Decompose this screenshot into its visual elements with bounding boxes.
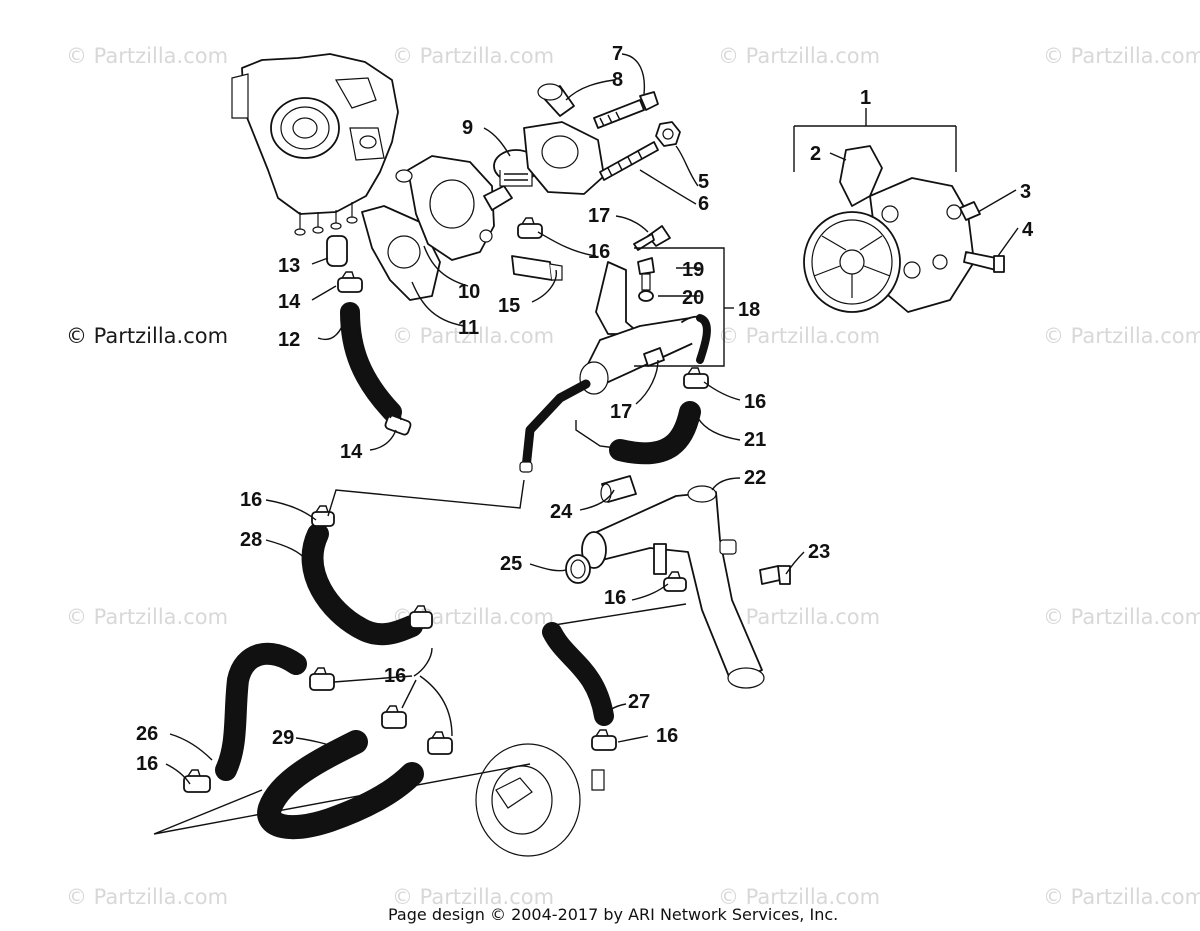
part-16-clamp bbox=[381, 705, 407, 729]
callout-27: 27 bbox=[628, 691, 650, 713]
callout-16: 16 bbox=[384, 665, 406, 687]
part-13-hose bbox=[326, 235, 348, 267]
part-16-clamp bbox=[663, 571, 687, 592]
callout-20: 20 bbox=[682, 287, 704, 309]
watermark: © Partzilla.com bbox=[66, 885, 228, 909]
callout-14: 14 bbox=[340, 441, 363, 463]
part-11-gasket bbox=[361, 205, 441, 301]
callout-23: 23 bbox=[808, 541, 830, 563]
callout-11: 11 bbox=[458, 317, 479, 339]
callout-17: 17 bbox=[610, 401, 632, 423]
leader-lines bbox=[153, 53, 1019, 835]
bottom-pump-outline bbox=[475, 743, 605, 857]
callout-5: 5 bbox=[698, 171, 709, 193]
callout-4: 4 bbox=[1022, 219, 1034, 241]
callout-16: 16 bbox=[656, 725, 678, 747]
watermark-dark: © Partzilla.com bbox=[66, 324, 228, 348]
part-17-bolt bbox=[633, 225, 671, 251]
part-22-coolant-pipe bbox=[581, 485, 765, 689]
part-1-water-pump bbox=[803, 177, 975, 313]
watermark: © Partzilla.com bbox=[392, 885, 554, 909]
callout-8: 8 bbox=[612, 69, 623, 91]
part-16-clamp bbox=[427, 731, 453, 755]
callout-19: 19 bbox=[682, 259, 704, 281]
callout-15: 15 bbox=[498, 295, 520, 317]
callout-22: 22 bbox=[744, 467, 766, 489]
part-24-tube bbox=[600, 475, 637, 503]
part-2-gasket bbox=[839, 145, 883, 207]
callout-26: 26 bbox=[136, 723, 158, 745]
watermark: © Partzilla.com bbox=[1043, 605, 1200, 629]
part-3-bolt bbox=[959, 201, 981, 221]
part-14-clamp bbox=[337, 271, 363, 293]
callout-16: 16 bbox=[744, 391, 766, 413]
part-10-thermostat-housing bbox=[395, 155, 513, 261]
callout-2: 2 bbox=[810, 143, 821, 165]
part-19-bolt bbox=[637, 257, 655, 291]
part-4-bolt bbox=[963, 251, 1005, 273]
callout-17: 17 bbox=[588, 205, 610, 227]
throttle-body bbox=[231, 53, 399, 236]
part-16-clamp bbox=[591, 729, 617, 751]
watermark: © Partzilla.com bbox=[1043, 324, 1200, 348]
watermark: © Partzilla.com bbox=[66, 44, 228, 68]
part-16-clamp bbox=[309, 667, 335, 691]
callout-6: 6 bbox=[698, 193, 709, 215]
callout-29: 29 bbox=[272, 727, 294, 749]
part-6-stud bbox=[599, 141, 659, 181]
watermark: © Partzilla.com bbox=[1043, 885, 1200, 909]
part-16-clamp bbox=[409, 605, 433, 629]
callout-16: 16 bbox=[240, 489, 262, 511]
part-17-bolt bbox=[643, 347, 665, 367]
part-15-temp-sensor bbox=[511, 255, 563, 281]
part-20-washer bbox=[638, 290, 654, 302]
watermark: © Partzilla.com bbox=[718, 44, 880, 68]
footer-copyright: Page design © 2004-2017 by ARI Network S… bbox=[388, 905, 838, 924]
part-16-clamp bbox=[183, 769, 211, 793]
callout-12: 12 bbox=[278, 329, 300, 351]
callout-16: 16 bbox=[136, 753, 158, 775]
watermark: © Partzilla.com bbox=[1043, 44, 1200, 68]
watermark: © Partzilla.com bbox=[718, 605, 880, 629]
callout-21: 21 bbox=[744, 429, 766, 451]
callout-labels: 1 2 3 4 5 6 7 8 9 10 11 12 13 14 14 15 1… bbox=[136, 43, 1034, 775]
callout-14: 14 bbox=[278, 291, 301, 313]
callout-13: 13 bbox=[278, 255, 300, 277]
callout-10: 10 bbox=[458, 281, 480, 303]
part-8-water-outlet bbox=[523, 83, 605, 195]
callout-7: 7 bbox=[612, 43, 623, 65]
watermark: © Partzilla.com bbox=[718, 324, 880, 348]
callout-1: 1 bbox=[860, 87, 871, 109]
part-18-pipe-assembly bbox=[519, 261, 711, 473]
part-16-clamp bbox=[683, 367, 709, 389]
watermarks: © Partzilla.com © Partzilla.com © Partzi… bbox=[66, 44, 1200, 909]
callout-9: 9 bbox=[462, 117, 473, 139]
watermark: © Partzilla.com bbox=[66, 605, 228, 629]
part-5-nut bbox=[655, 121, 681, 147]
callout-16: 16 bbox=[604, 587, 626, 609]
callout-18: 18 bbox=[738, 299, 760, 321]
callout-28: 28 bbox=[240, 529, 262, 551]
watermark: © Partzilla.com bbox=[392, 324, 554, 348]
callout-16: 16 bbox=[588, 241, 610, 263]
callout-25: 25 bbox=[500, 553, 522, 575]
watermark: © Partzilla.com bbox=[392, 44, 554, 68]
part-7-bolt bbox=[593, 91, 659, 129]
watermark: © Partzilla.com bbox=[718, 885, 880, 909]
callout-24: 24 bbox=[550, 501, 573, 523]
part-23-bolt bbox=[759, 565, 791, 585]
part-16-clamp bbox=[517, 217, 543, 239]
callout-3: 3 bbox=[1020, 181, 1031, 203]
